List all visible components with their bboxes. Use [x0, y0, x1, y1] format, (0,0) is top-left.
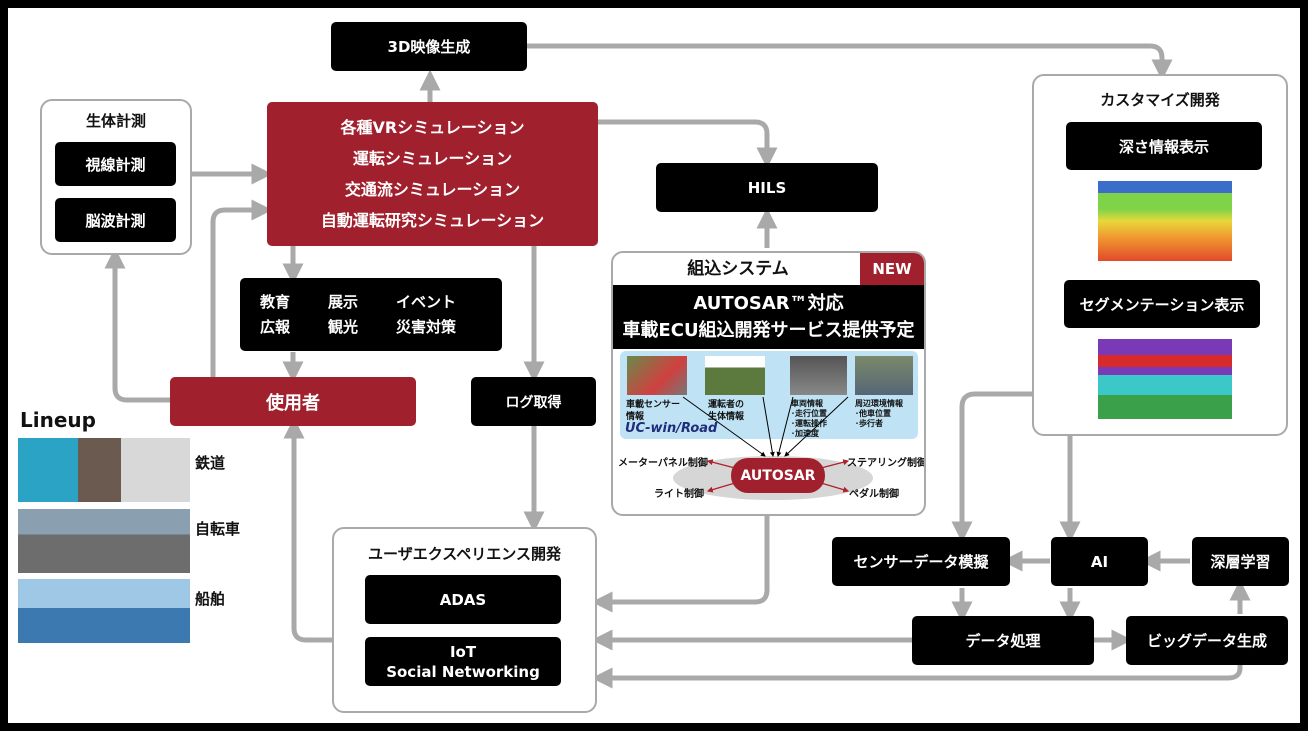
use-tourism: 観光 [328, 318, 359, 336]
vehicle-info-image [790, 356, 847, 395]
environment-info-image [855, 356, 913, 395]
segmentation-map-image [1098, 339, 1232, 419]
lineup-railway-label[interactable]: 鉄道 [195, 454, 226, 472]
lineup-ship-label[interactable]: 船舶 [195, 590, 226, 608]
autosar-headline: AUTOSAR™対応 車載ECU組込開発サービス提供予定 [613, 285, 924, 349]
node-data-processing[interactable]: データ処理 [912, 616, 1094, 665]
input-sensor-label: 車載センサー 情報 [626, 400, 681, 422]
new-badge: NEW [860, 253, 924, 285]
node-ai[interactable]: AI [1051, 537, 1148, 586]
input-panel: 車載センサー 情報 運転者の 生体情報 車両情報 ･走行位置 ･運転操作 ･加速… [620, 351, 918, 439]
use-education: 教育 [260, 293, 291, 311]
node-log-acquisition[interactable]: ログ取得 [471, 377, 596, 426]
sensor-info-image [627, 356, 687, 395]
embedded-title: 組込システム [687, 259, 789, 279]
sim-item: 各種VRシミュレーション [340, 118, 525, 137]
node-big-data-generation[interactable]: ビッグデータ生成 [1126, 616, 1288, 665]
control-meter-panel: メーターパネル制御 [618, 458, 708, 469]
control-steering: ステアリング制御 [847, 458, 926, 469]
node-use-cases[interactable]: 教育 展示 イベント 広報 観光 災害対策 [240, 278, 502, 351]
sim-item: 自動運転研究シミュレーション [320, 211, 545, 230]
custom-title: カスタマイズ開発 [1100, 91, 1220, 109]
control-pedal: ペダル制御 [849, 489, 899, 500]
autosar-core[interactable]: AUTOSAR [731, 458, 825, 493]
input-vehicle-label: 車両情報 ･走行位置 ･運転操作 ･加速度 [791, 399, 827, 438]
sim-item: 交通流シミュレーション [344, 180, 521, 199]
lineup-bicycle-label[interactable]: 自転車 [195, 520, 241, 538]
use-event: イベント [396, 293, 457, 311]
input-environment-label: 周辺環境情報 ･他車位置 ･歩行者 [855, 399, 903, 428]
node-depth-display[interactable]: 深さ情報表示 [1066, 122, 1262, 170]
sim-item: 運転シミュレーション [352, 149, 513, 168]
node-adas[interactable]: ADAS [365, 575, 561, 624]
biometric-group: 生体計測 視線計測 脳波計測 [40, 99, 192, 255]
node-sensor-data-simulation[interactable]: センサーデータ模擬 [832, 537, 1010, 586]
node-3d-video-generation[interactable]: 3D映像生成 [331, 22, 527, 71]
ux-development-group: ユーザエクスペリエンス開発 ADAS IoT Social Networking [332, 527, 597, 713]
biometric-title: 生体計測 [85, 112, 146, 130]
node-simulation[interactable]: 各種VRシミュレーション 運転シミュレーション 交通流シミュレーション 自動運転… [267, 102, 598, 246]
node-iot-social[interactable]: IoT Social Networking [365, 637, 561, 686]
bicycle-simulator-image [18, 509, 190, 573]
headline-line: 車載ECU組込開発サービス提供予定 [622, 320, 915, 341]
node-eeg[interactable]: 脳波計測 [55, 198, 176, 242]
node-segmentation-display[interactable]: セグメンテーション表示 [1064, 280, 1260, 328]
node-eye-tracking[interactable]: 視線計測 [55, 142, 176, 186]
lineup-title: Lineup [20, 408, 96, 432]
node-hils[interactable]: HILS [656, 163, 878, 212]
node-user[interactable]: 使用者 [170, 377, 416, 426]
control-light: ライト制御 [654, 489, 704, 500]
custom-development-group: カスタマイズ開発 深さ情報表示 セグメンテーション表示 [1032, 74, 1288, 436]
node-deep-learning[interactable]: 深層学習 [1192, 537, 1289, 586]
uc-win-road-logo: UC-win/Road [625, 421, 718, 436]
use-disaster: 災害対策 [396, 318, 457, 336]
ship-simulator-image [18, 579, 190, 643]
driver-bio-image [705, 356, 765, 395]
headline-line: AUTOSAR™対応 [693, 293, 844, 314]
embedded-system-group: 組込システム NEW AUTOSAR™対応 車載ECU組込開発サービス提供予定 … [611, 251, 926, 516]
railway-simulator-image [18, 438, 190, 502]
depth-map-image [1098, 181, 1232, 261]
ux-title: ユーザエクスペリエンス開発 [368, 545, 561, 563]
use-pr: 広報 [260, 318, 291, 336]
use-exhibition: 展示 [328, 293, 359, 311]
input-driver-label: 運転者の 生体情報 [708, 400, 745, 422]
